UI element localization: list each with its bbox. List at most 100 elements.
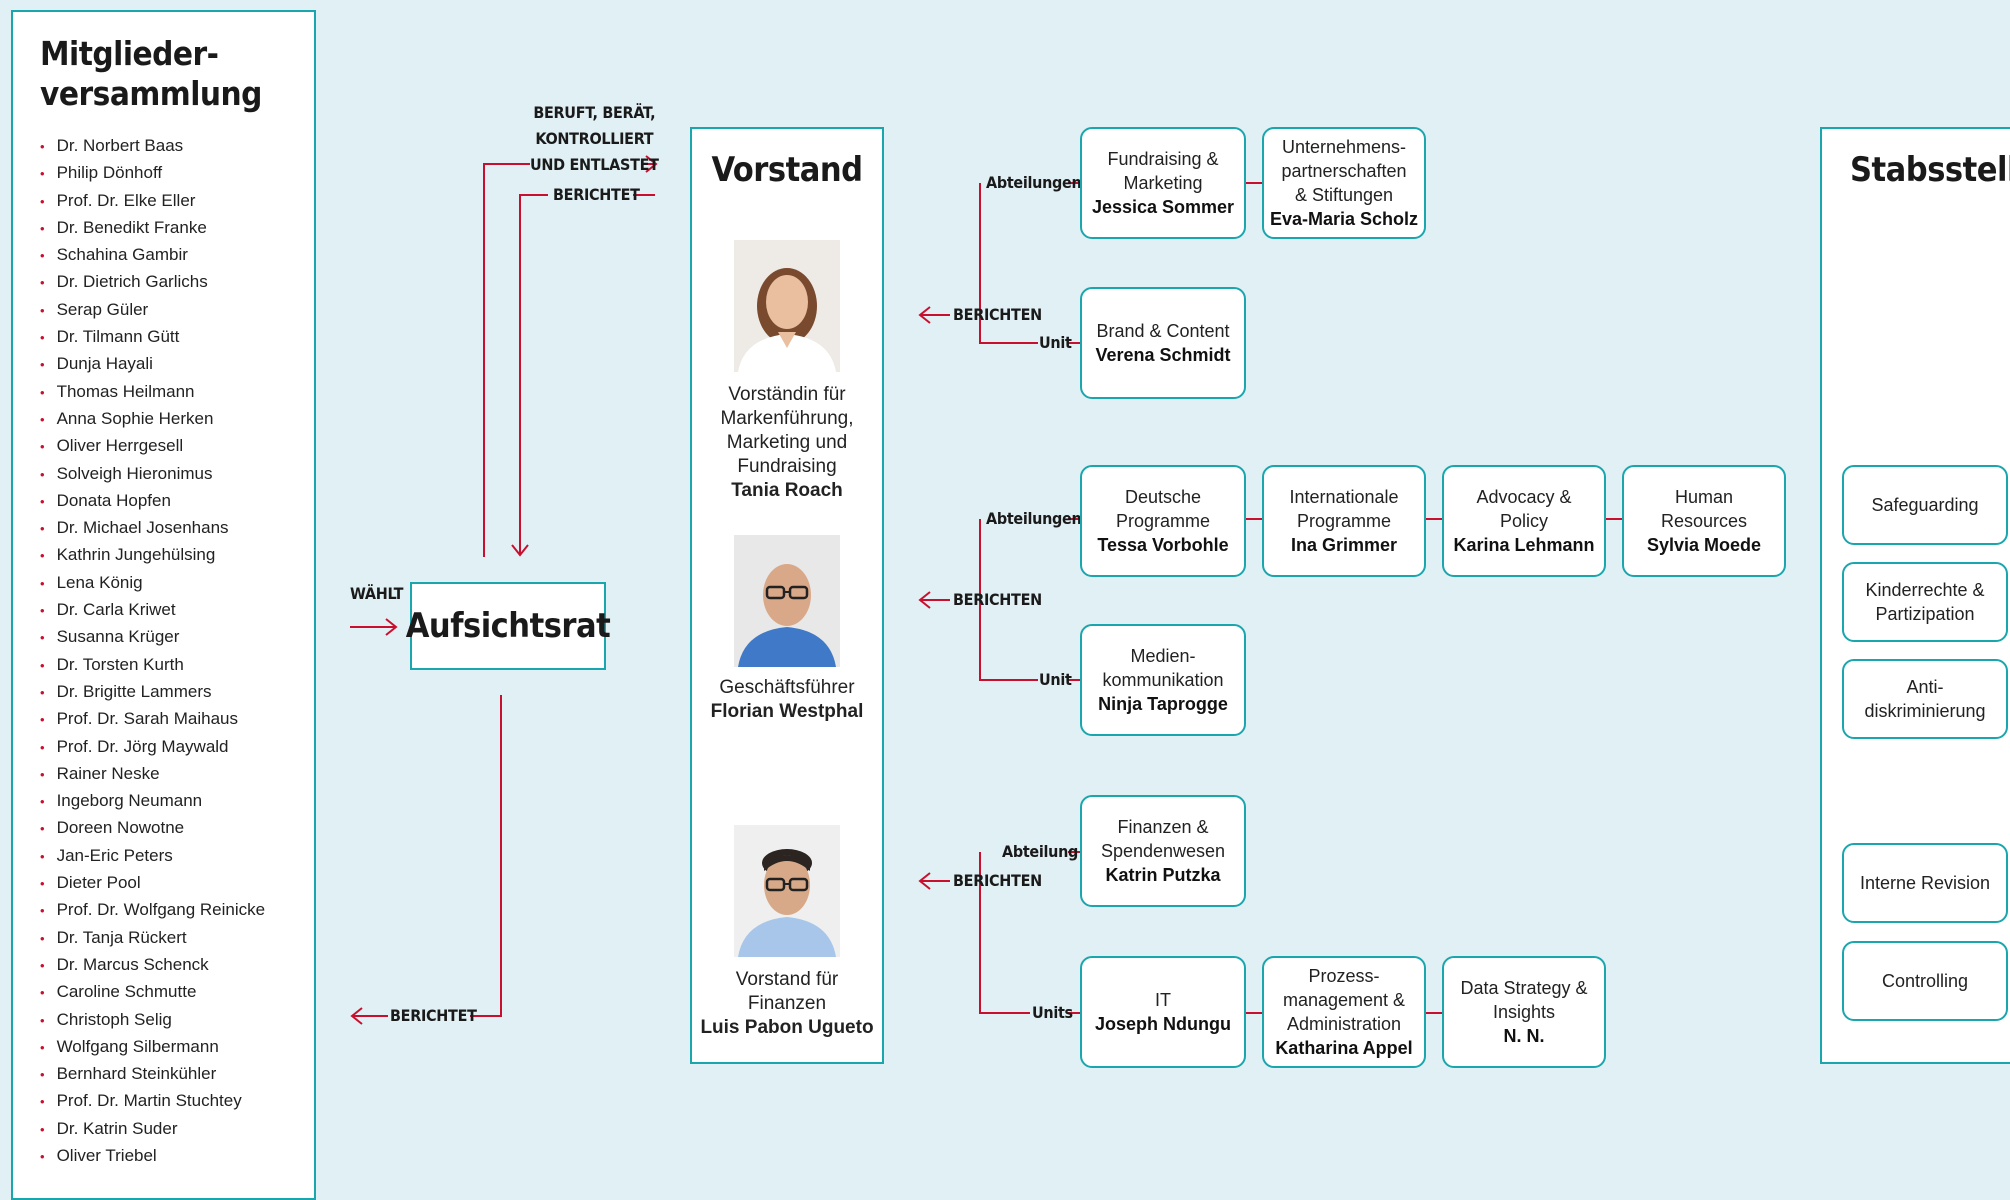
member-item: Prof. Dr. Jörg Maywald: [40, 733, 265, 760]
stab-safeguarding: Safeguarding: [1842, 465, 2008, 545]
stab-kinderrechte: Kinderrechte & Partizipation: [1842, 562, 2008, 642]
vorstand-caption-3: Vorstand für Finanzen Luis Pabon Ugueto: [690, 968, 884, 1040]
unit-deutsche-line1: Deutsche: [1124, 487, 1202, 507]
unit-fundraising-line1: Fundraising &: [1107, 149, 1219, 169]
members-list: Dr. Norbert BaasPhilip DönhoffProf. Dr. …: [40, 132, 266, 1169]
member-item: Wolfgang Silbermann: [40, 1033, 265, 1060]
unit-prozess-line2: management &: [1282, 990, 1406, 1010]
unit-deutsche-line2: Programme: [1115, 511, 1211, 531]
member-item: Dr. Marcus Schenck: [40, 951, 265, 978]
waehlt-label: WÄHLT: [350, 584, 404, 603]
member-item: Donata Hopfen: [40, 487, 265, 514]
unit-deutsche-programme: Deutsche Programme Tessa Vorbohle: [1080, 465, 1246, 577]
unit-international-line1: Internationale: [1289, 487, 1399, 507]
vorstand-caption-2: Geschäftsführer Florian Westphal: [690, 676, 884, 724]
unit-unternehmen-name: Eva-Maria Scholz: [1269, 209, 1419, 229]
aufsichtsrat-title: Aufsichtsrat: [405, 606, 611, 646]
unit-fundraising-marketing: Fundraising & Marketing Jessica Sommer: [1080, 127, 1246, 239]
unit-unternehmenspartnerschaften: Unternehmens- partnerschaften & Stiftung…: [1262, 127, 1426, 239]
unit-advocacy-line2: Policy: [1499, 511, 1548, 531]
member-item: Philip Dönhoff: [40, 159, 265, 186]
unit-data-name: N. N.: [1503, 1026, 1545, 1046]
stabsstellen-title: Stabsstellen: [1850, 150, 2010, 190]
stab-controlling: Controlling: [1842, 941, 2008, 1021]
member-item: Solveigh Hieronimus: [40, 460, 265, 487]
unit-deutsche-name: Tessa Vorbohle: [1097, 535, 1229, 555]
unit-unternehmen-line3: & Stiftungen: [1294, 185, 1394, 205]
unit-human-resources: Human Resources Sylvia Moede: [1622, 465, 1786, 577]
unit-brand-line1: Brand & Content: [1096, 321, 1230, 341]
stab-revision-label: Interne Revision: [1859, 873, 1991, 893]
member-item: Bernhard Steinkühler: [40, 1060, 265, 1087]
vorstand-1-role1: Vorständin für: [728, 384, 846, 405]
units-label-3: Units: [1032, 1003, 1073, 1022]
stab-anti-line1: Anti-: [1906, 677, 1944, 697]
member-item: Dunja Hayali: [40, 350, 265, 377]
unit-brand-content: Brand & Content Verena Schmidt: [1080, 287, 1246, 399]
member-item: Dr. Michael Josenhans: [40, 514, 265, 541]
vorstand-3-role1: Vorstand für: [735, 969, 839, 990]
unit-fundraising-line2: Marketing: [1123, 173, 1203, 193]
unit-medienkommunikation: Medien- kommunikation Ninja Taprogge: [1080, 624, 1246, 736]
unit-finanzen-spendenwesen: Finanzen & Spendenwesen Katrin Putzka: [1080, 795, 1246, 907]
member-item: Prof. Dr. Elke Eller: [40, 187, 265, 214]
vorstand-caption-1: Vorständin für Markenführung, Marketing …: [690, 383, 884, 503]
member-item: Christoph Selig: [40, 1006, 265, 1033]
portrait-tania-roach: [734, 240, 840, 372]
member-item: Dr. Norbert Baas: [40, 132, 265, 159]
berichten-label-2: BERICHTEN: [953, 590, 1042, 609]
portrait-florian-westphal: [734, 535, 840, 667]
beruft-line3: UND ENTLASTET: [530, 155, 659, 174]
stab-kinderrechte-line1: Kinderrechte &: [1865, 580, 1985, 600]
member-item: Dr. Benedikt Franke: [40, 214, 265, 241]
member-item: Dr. Torsten Kurth: [40, 651, 265, 678]
unit-advocacy-name: Karina Lehmann: [1453, 535, 1595, 555]
member-item: Prof. Dr. Wolfgang Reinicke: [40, 896, 266, 923]
unit-label-1: Unit: [1039, 333, 1072, 352]
member-item: Susanna Krüger: [40, 623, 265, 650]
member-item: Jan-Eric Peters: [40, 842, 265, 869]
member-item: Rainer Neske: [40, 760, 265, 787]
unit-unternehmen-line2: partnerschaften: [1281, 161, 1407, 181]
unit-prozess-line3: Administration: [1286, 1014, 1402, 1034]
vorstand-3-role2: Finanzen: [747, 993, 827, 1014]
aufsichtsrat-box: Aufsichtsrat: [406, 582, 611, 670]
unit-medien-name: Ninja Taprogge: [1098, 694, 1228, 714]
vorstand-2-role1: Geschäftsführer: [719, 677, 855, 698]
portrait-luis-pabon-ugueto: [734, 825, 840, 957]
beruft-line2: KONTROLLIERT: [535, 129, 654, 148]
berichtet-bottom-label: BERICHTET: [390, 1006, 477, 1025]
unit-advocacy-line1: Advocacy &: [1476, 487, 1572, 507]
member-item: Prof. Dr. Martin Stuchtey: [40, 1087, 265, 1114]
unit-hr-line2: Resources: [1660, 511, 1748, 531]
member-item: Dieter Pool: [40, 869, 265, 896]
member-item: Dr. Dietrich Garlichs: [40, 268, 265, 295]
vorstand-1-role3: Marketing und: [726, 432, 848, 453]
berichten-label-3: BERICHTEN: [953, 871, 1042, 890]
member-item: Kathrin Jungehülsing: [40, 541, 265, 568]
unit-prozessmanagement: Prozess- management & Administration Kat…: [1262, 956, 1426, 1068]
member-item: Anna Sophie Herken: [40, 405, 265, 432]
unit-it-line1: IT: [1155, 990, 1171, 1010]
vorstand-1-role2: Markenführung,: [720, 408, 854, 429]
member-item: Oliver Triebel: [40, 1142, 265, 1169]
abteilungen-label-2: Abteilungen: [986, 509, 1082, 528]
unit-brand-name: Verena Schmidt: [1095, 345, 1231, 365]
mitgliederversammlung-title: Mitglieder- versammlung: [40, 34, 262, 114]
member-item: Schahina Gambir: [40, 241, 265, 268]
unit-medien-line1: Medien-: [1130, 646, 1196, 666]
member-item: Prof. Dr. Sarah Maihaus: [40, 705, 265, 732]
member-item: Dr. Katrin Suder: [40, 1115, 265, 1142]
unit-international-line2: Programme: [1296, 511, 1392, 531]
unit-finanzen-line1: Finanzen &: [1117, 817, 1209, 837]
member-item: Dr. Brigitte Lammers: [40, 678, 265, 705]
unit-fundraising-name: Jessica Sommer: [1091, 197, 1235, 217]
beruft-label: BERUFT, BERÄT, KONTROLLIERT UND ENTLASTE…: [530, 100, 659, 178]
beruft-line1: BERUFT, BERÄT,: [533, 103, 656, 122]
abteilung-label-3: Abteilung: [1002, 842, 1079, 861]
mitglieder-title-line1: Mitglieder-: [40, 34, 219, 73]
unit-finanzen-name: Katrin Putzka: [1105, 865, 1221, 885]
mitglieder-title-line2: versammlung: [40, 74, 262, 113]
member-item: Dr. Tilmann Gütt: [40, 323, 265, 350]
